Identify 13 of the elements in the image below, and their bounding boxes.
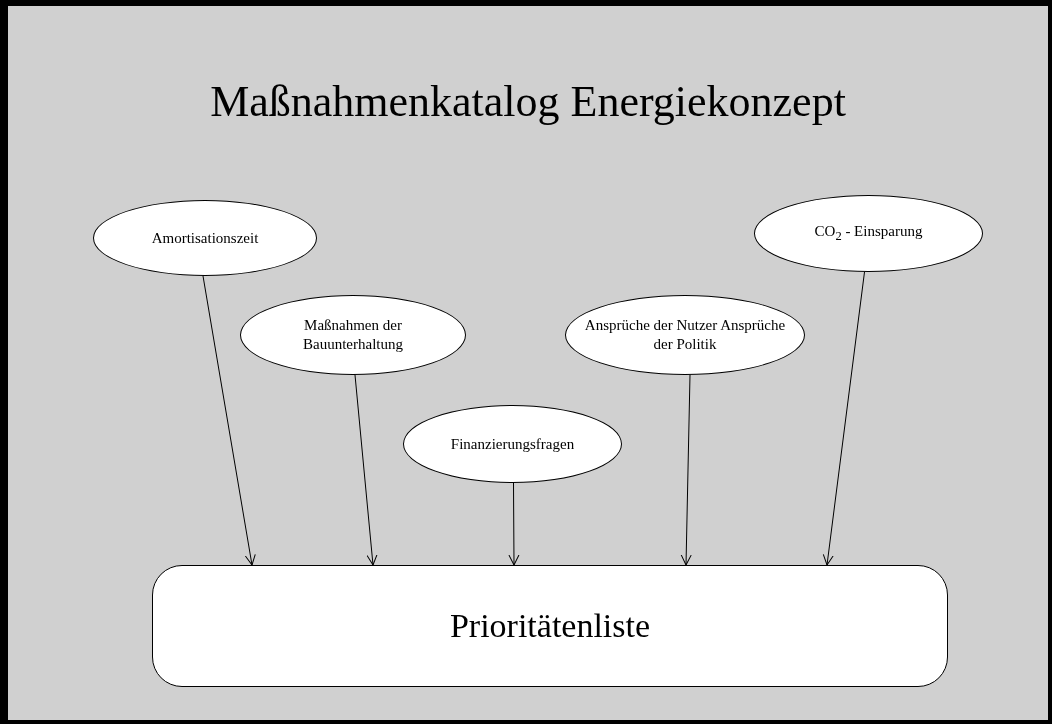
arrow	[822, 271, 865, 566]
arrow	[680, 374, 692, 566]
arrow	[202, 275, 256, 566]
node-label: Finanzierungsfragen	[450, 434, 575, 454]
node-label: Amortisationszeit	[151, 228, 259, 248]
diagram-title: Maßnahmenkatalog Energiekonzept	[209, 76, 847, 127]
rounded-box	[152, 565, 948, 687]
arrow	[508, 482, 520, 566]
node-label: CO$_{2}$ - Einsparung	[814, 221, 923, 245]
node-label: Prioritätenliste	[449, 607, 651, 645]
node-label: Ansprüche der Nutzer Ansprüche der Politik	[583, 316, 787, 354]
arrow	[354, 374, 378, 566]
node-label: Maßnahmen der Bauunterhaltung	[302, 316, 404, 354]
